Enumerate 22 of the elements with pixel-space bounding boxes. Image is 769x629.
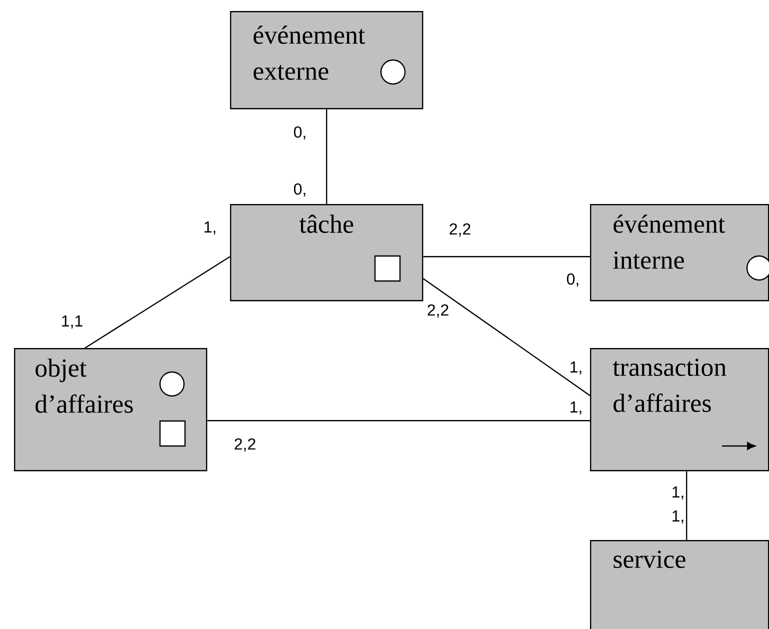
connector-line: [84, 256, 230, 348]
cardinality-label: 1,: [672, 486, 684, 500]
entity-box: objet d’affaires: [14, 348, 208, 472]
cardinality-label: 1,: [570, 361, 582, 375]
cardinality-label: 1,1: [62, 315, 82, 329]
cardinality-label: 1,: [570, 401, 582, 415]
entity-box: événement externe: [230, 11, 424, 110]
entity-box: transaction d’affaires: [590, 348, 769, 472]
entity-box: service: [590, 540, 769, 629]
connector-line: [207, 420, 590, 422]
entity-box: événement interne: [590, 204, 769, 302]
cardinality-label: 1,: [204, 221, 216, 235]
cardinality-label: 2,2: [450, 223, 470, 237]
entity-box: tâche: [230, 204, 424, 302]
connector-line: [423, 256, 590, 258]
cardinality-label: 2,2: [234, 438, 256, 452]
connector-line: [686, 471, 688, 540]
connector-line: [326, 109, 328, 204]
connector-line: [422, 278, 590, 396]
cardinality-label: 0,: [294, 126, 306, 140]
cardinality-label: 2,2: [428, 304, 448, 318]
cardinality-label: 1,: [672, 510, 684, 524]
